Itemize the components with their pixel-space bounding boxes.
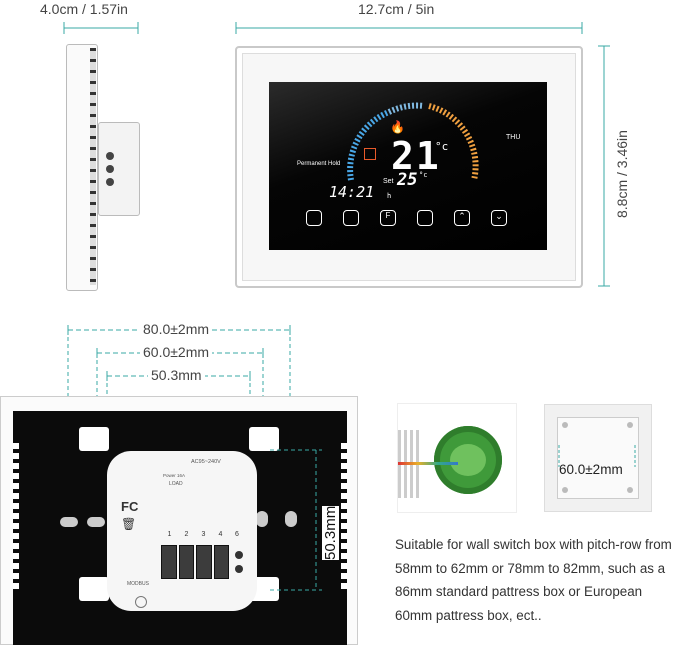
terminal-numbers: 1 2 3 4 — [161, 531, 229, 541]
hole-spacing-60-label: 60.0±2mm — [140, 344, 213, 360]
terminal-number: 3 — [201, 531, 206, 538]
thermostat-front-view: 🔥 21 °c Permanent Hold THU 14:21 h Set 2… — [235, 46, 583, 288]
day-label: THU — [506, 134, 521, 141]
terminal-number: 4 — [218, 531, 223, 538]
back-plate: AC95~240V Power 16A LOAD FC 🗑 MODBUS 1 2… — [13, 411, 347, 645]
set-temperature: 25 — [397, 170, 418, 190]
power-button-icon[interactable] — [306, 210, 322, 226]
temperature-arc — [347, 102, 479, 181]
terminal-block — [161, 545, 229, 579]
square-pattress-box-image: 60.0±2mm — [544, 404, 652, 512]
round-pattress-box-image — [397, 403, 517, 513]
voltage-label: AC95~240V — [191, 459, 221, 465]
touch-buttons: F ⌃ ⌄ — [306, 210, 516, 230]
fan-button-icon[interactable]: F — [380, 210, 396, 226]
modbus-label: MODBUS — [127, 581, 149, 587]
box-dimension-line — [558, 445, 636, 467]
up-button-icon[interactable]: ⌃ — [454, 210, 470, 226]
set-temperature-unit: °c — [419, 171, 428, 179]
clock-suffix: h — [387, 192, 392, 200]
width-dimension-label: 12.7cm / 5in — [358, 1, 435, 17]
vertical-50-label: 50.3mm — [322, 505, 339, 560]
terminal-number: 2 — [184, 531, 189, 538]
current-temperature-unit: °c — [435, 140, 449, 153]
power-label: Power 16A — [163, 473, 186, 478]
hole-spacing-50-label: 50.3mm — [148, 367, 205, 383]
terminal-number: 1 — [167, 531, 172, 538]
mode-label: Permanent Hold — [297, 161, 341, 167]
load-label: LOAD — [169, 481, 183, 487]
thermostat-back-view: AC95~240V Power 16A LOAD FC 🗑 MODBUS 1 2… — [0, 396, 358, 645]
lcd-screen: 🔥 21 °c Permanent Hold THU 14:21 h Set 2… — [269, 82, 547, 250]
terminal-module: AC95~240V Power 16A LOAD FC 🗑 MODBUS 1 2… — [107, 451, 257, 611]
depth-dimension-label: 4.0cm / 1.57in — [40, 1, 128, 17]
hole-spacing-80-label: 80.0±2mm — [140, 321, 213, 337]
flame-icon: 🔥 — [390, 120, 405, 134]
menu-button-icon[interactable] — [343, 210, 359, 226]
terminal-number: 6 — [235, 531, 239, 538]
home-icon — [364, 148, 376, 160]
thermostat-side-view — [62, 44, 142, 291]
clock-time: 14:21 — [329, 183, 375, 201]
compatibility-description: Suitable for wall switch box with pitch-… — [395, 537, 672, 623]
box-60-label: 60.0±2mm — [559, 462, 623, 477]
current-temperature: 21 — [391, 134, 441, 178]
set-label: Set — [383, 178, 394, 185]
fc-mark: FC — [121, 499, 139, 514]
weee-bin-icon: 🗑 — [121, 517, 137, 531]
down-button-icon[interactable]: ⌄ — [491, 210, 507, 226]
clock-button-icon[interactable] — [417, 210, 433, 226]
